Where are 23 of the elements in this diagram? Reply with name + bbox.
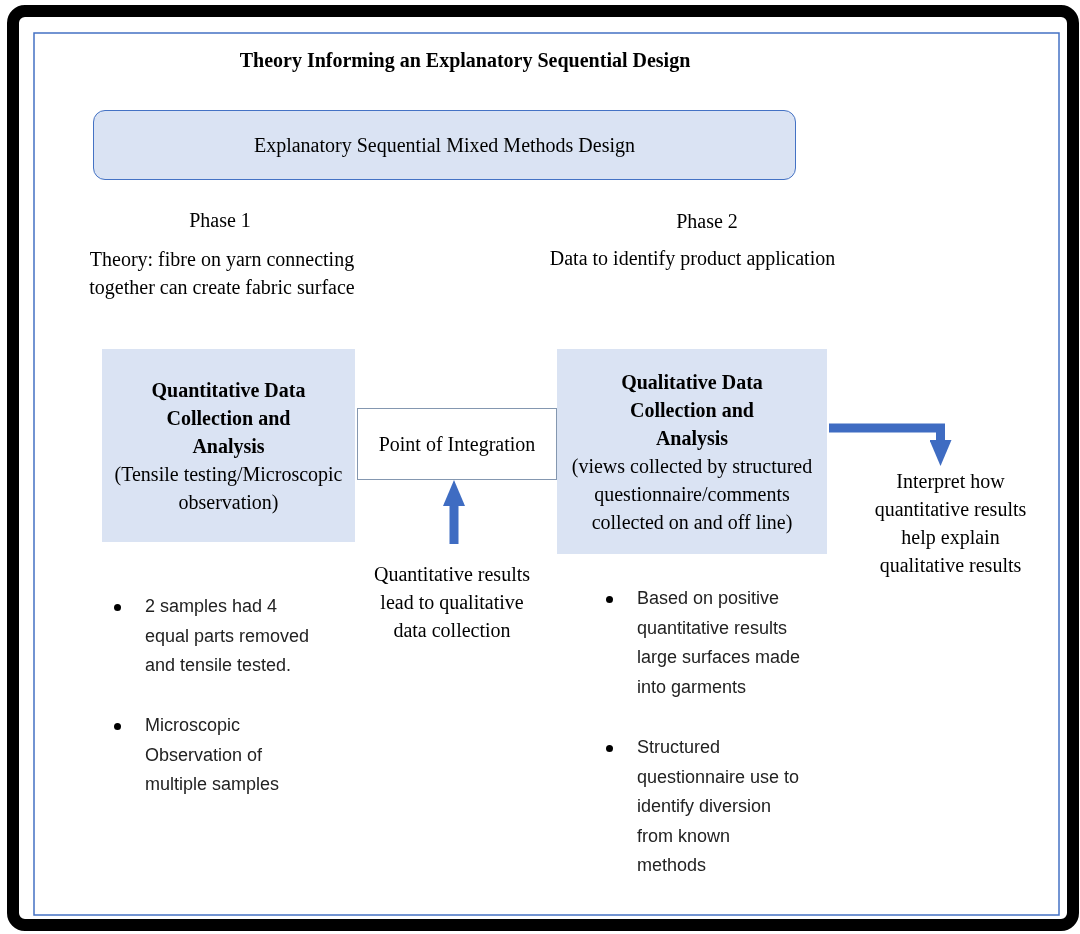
- phase-box: [557, 349, 827, 554]
- box-heading: Quantitative Data Collection and Analysis: [150, 377, 307, 460]
- bullet-text: Based on positive quantitative results large surfaces made into garments: [637, 587, 802, 699]
- diagram-title: Theory Informing an Explanatory Sequential Design: [238, 48, 692, 74]
- box-label: Explanatory Sequential Mixed Methods Design: [252, 133, 636, 159]
- phase-heading: Phase 1: [188, 208, 252, 233]
- phase-heading: Phase 2: [675, 209, 739, 234]
- box-label: Point of Integration: [377, 432, 537, 458]
- note-text: Quantitative results lead to qualitative data collection: [372, 562, 532, 643]
- design-banner: [93, 110, 796, 180]
- arrow: [829, 423, 952, 466]
- box-heading: Qualitative Data Collection and Analysis: [620, 369, 764, 452]
- arrow: [443, 480, 465, 544]
- data-text: Data to identify product application: [548, 246, 837, 272]
- integration-box: [357, 408, 557, 480]
- phase-box: [102, 349, 355, 542]
- theory-text: Theory: fibre on yarn connecting together can create fabric surface: [88, 247, 356, 301]
- box-body: (Tensile testing/Microscopic observation): [113, 461, 344, 516]
- bullet-text: 2 samples had 4 equal parts removed and tensile tested.: [145, 595, 310, 677]
- bullet-text: Structured questionnaire use to identify diversion from known methods: [637, 736, 801, 877]
- note-text: Interpret how quantitative results help explain qualitative results: [873, 469, 1028, 579]
- box-body: (views collected by structured questionnaire/comments collected on and off line): [570, 453, 814, 536]
- bullet-text: Microscopic Observation of multiple samples: [145, 714, 281, 796]
